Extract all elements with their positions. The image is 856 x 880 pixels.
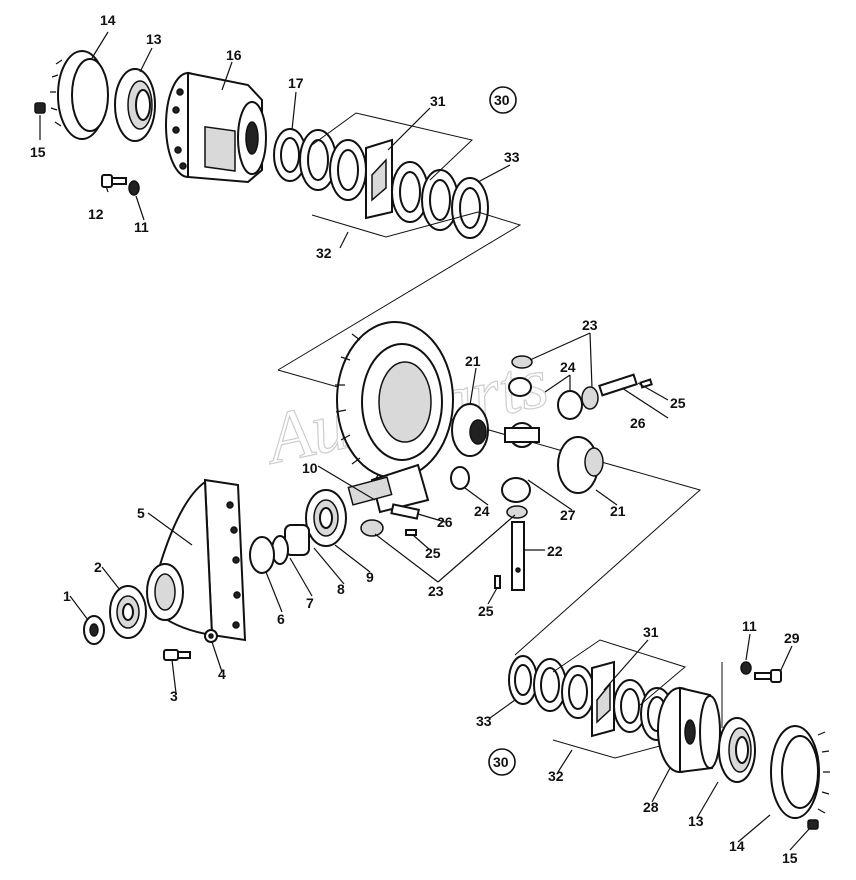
label-17: 17 <box>288 75 304 91</box>
center-assembly <box>249 321 702 656</box>
part-4-washer <box>204 629 218 643</box>
label-11-bottom: 11 <box>742 618 757 634</box>
label-24-top: 24 <box>560 359 576 375</box>
label-28: 28 <box>643 799 659 815</box>
label-23-bottom: 23 <box>428 583 444 599</box>
label-15-bottom: 15 <box>782 850 798 866</box>
label-23-top: 23 <box>582 317 598 333</box>
label-1: 1 <box>63 588 71 604</box>
label-3: 3 <box>170 688 178 704</box>
part-1-flange-nut <box>83 615 105 645</box>
label-30-top: 30 <box>494 92 510 108</box>
part-13-bearing-bottom <box>718 717 756 783</box>
label-4: 4 <box>218 666 226 682</box>
part-23-thrust-washer-top <box>511 355 599 410</box>
part-21-side-gear-left <box>451 403 489 457</box>
left-assembly <box>83 478 247 661</box>
label-30-bottom-circle: 30 <box>488 748 516 776</box>
label-22: 22 <box>547 543 563 559</box>
label-25-right: 25 <box>670 395 686 411</box>
label-10: 10 <box>302 460 318 476</box>
leader-lines <box>39 31 811 851</box>
part-15-bolt-top <box>34 102 46 114</box>
part-25-pin-mid <box>405 529 417 536</box>
label-32-bottom: 32 <box>548 768 564 784</box>
label-26-mid: 26 <box>437 514 453 530</box>
part-13-bearing <box>114 68 156 142</box>
part-11-washer-top <box>128 180 140 196</box>
label-14-top: 14 <box>100 12 116 28</box>
top-clutch-pack <box>273 128 489 239</box>
label-12: 12 <box>88 206 104 222</box>
part-6-seal-ring <box>249 536 275 574</box>
label-6: 6 <box>277 611 285 627</box>
part-3-bolt <box>163 649 191 661</box>
part-10-ring-gear <box>335 321 454 514</box>
label-21-right: 21 <box>610 503 626 519</box>
label-30-bottom: 30 <box>493 754 509 770</box>
label-29: 29 <box>784 630 800 646</box>
callout-labels: 14 13 16 17 31 30 15 33 12 11 32 23 21 2… <box>30 12 800 866</box>
part-12-bolt <box>101 174 127 188</box>
part-14-adjusting-nut-bottom <box>770 725 830 819</box>
part-26-pin-right <box>598 373 638 397</box>
label-33-top: 33 <box>504 149 520 165</box>
label-32-top: 32 <box>316 245 332 261</box>
label-25-mid: 25 <box>425 545 441 561</box>
label-31-bottom: 31 <box>643 624 659 640</box>
part-25-pin-low <box>494 575 501 589</box>
label-8: 8 <box>337 581 345 597</box>
part-11-washer-bottom <box>740 661 752 675</box>
part-21-side-gear-right <box>557 436 604 494</box>
part-2-bearing <box>109 585 147 639</box>
part-24-pinion-gear-bottom <box>450 466 531 503</box>
label-7: 7 <box>306 595 314 611</box>
part-9-pinion-bearing <box>305 489 347 547</box>
label-2: 2 <box>94 559 102 575</box>
part-22-cross-shaft <box>511 521 525 591</box>
label-11-top: 11 <box>134 219 149 235</box>
part-25-pin-right <box>639 378 653 389</box>
label-21-left: 21 <box>465 353 481 369</box>
bottom-assembly <box>508 639 830 830</box>
label-30-top-circle: 30 <box>489 86 517 114</box>
spider-cross <box>504 422 540 448</box>
label-24-bottom: 24 <box>474 503 490 519</box>
label-13-top: 13 <box>146 31 162 47</box>
label-25-low: 25 <box>478 603 494 619</box>
label-9: 9 <box>366 569 374 585</box>
label-26-right: 26 <box>630 415 646 431</box>
part-16-diff-case <box>165 71 267 184</box>
label-5: 5 <box>137 505 145 521</box>
label-27: 27 <box>560 507 576 523</box>
part-15-bolt-bottom <box>807 819 819 830</box>
label-31-top: 31 <box>430 93 446 109</box>
label-33-bottom: 33 <box>476 713 492 729</box>
part-29-bolt <box>754 669 782 683</box>
label-16: 16 <box>226 47 242 63</box>
top-assembly <box>34 50 522 371</box>
part-23-thrust-washer-bottom <box>360 505 528 537</box>
part-5-carrier-housing <box>146 478 247 642</box>
label-15-top: 15 <box>30 144 46 160</box>
part-28-diff-case-half <box>657 686 721 774</box>
part-26-pin-mid <box>390 503 420 520</box>
label-14-bottom: 14 <box>729 838 745 854</box>
label-13-bottom: 13 <box>688 813 704 829</box>
part-14-adjusting-nut <box>50 50 109 140</box>
